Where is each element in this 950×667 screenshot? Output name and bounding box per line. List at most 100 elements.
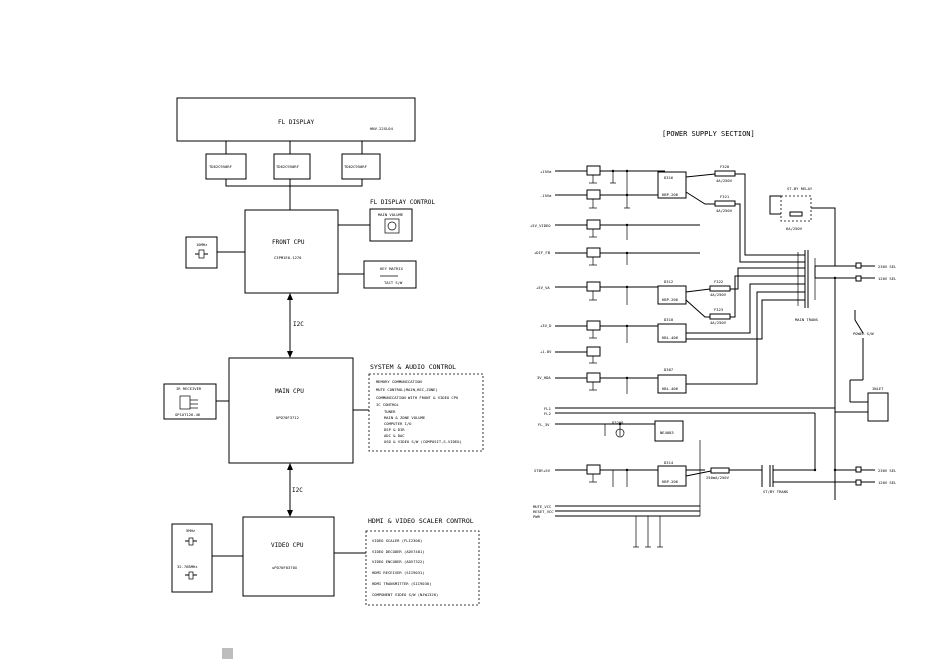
system-audio-sub-3: COMPUTER I/O [384,421,412,426]
fl-driver-3 [341,153,381,180]
system-audio-sub-1: TUNER [384,409,396,414]
fuse-f320-name: F320 [720,164,730,169]
output-120v-2: 120V SEL [878,480,897,485]
main-volume-label: MAIN VOLUME [378,212,404,217]
power-supply-title: [POWER SUPPLY SECTION] [662,130,755,138]
fl-driver-2 [273,153,311,180]
tactsw-label: TACT S/W [384,280,403,285]
main-cpu-box [228,357,354,464]
system-audio-item-1: MEMORY COMMUNICATION [376,379,422,384]
hdmi-control-title: HDMI & VIDEO SCALER CONTROL [368,517,474,525]
rail-3v-d: +3V_D [540,323,552,328]
rail-fl2: FL2 [544,411,551,416]
power-sw-label: POWER S/W [853,331,874,336]
fuse-f321-name: F321 [720,194,730,199]
crystal-32mhz-label: 32.768MHz [177,564,198,569]
main-volume-box [369,208,413,242]
i2c-label-1: I2C [293,321,304,328]
fuse-f323-name: F323 [714,307,723,312]
relay-fuse-label: 6A/250V [786,226,803,231]
bridge-d316 [657,171,687,199]
power-supply-schematic: [POWER SUPPLY SECTION] +15Va -15Va +5V_V… [530,130,897,548]
crystal-front-label: 10MHz [196,242,207,247]
fuse-f322-rating: 4A/250V [710,292,727,297]
fl-driver-1-label: TD62C950RF [209,164,233,169]
front-cpu-box [244,209,339,294]
video-cpu-title: VIDEO CPU [271,542,304,549]
fuse-f323-rating: 4A/250V [710,320,727,325]
hdmi-item-2: VIDEO DECODER (ADV7401) [372,549,425,554]
rail-pwr: PWR [533,514,541,519]
bridge-d310-label: D310 [664,317,674,322]
bridge-d316-part: KBP-206 [662,192,679,197]
rail-lines [555,165,835,547]
relay-label: ST-BY RELAY [787,186,813,191]
ir-receiver-title: IR RECEIVER [176,386,202,391]
system-audio-sub-4: DSP & DIR [384,427,405,432]
crystals-box [171,523,213,593]
system-audio-item-4: IC CONTROL [376,402,400,407]
hdmi-item-4: HDMI RECEIVER (SII9031) [372,570,425,575]
bridge-d314-part: KBP-206 [662,479,679,484]
fuse-f322-name: F322 [714,279,723,284]
inlet-label: INLET [872,386,884,391]
main-cpu-title: MAIN CPU [275,388,304,395]
bridge-d312-part: KBP-206 [662,297,679,302]
fl-display-part: HNV-22SL04 [370,126,394,131]
fuse-standby: 250mA/250V [706,467,730,480]
bridge-d307-label: D307 [664,367,673,372]
rail-3v-hda: 3V_HDA [537,375,551,380]
fl-display-title: FL DISPLAY [278,119,315,126]
video-cpu-box [242,516,335,597]
rail-dif-fb: +DIF_FB [534,250,551,255]
rail-fl-3v: FL_3V [538,422,550,427]
system-audio-sub-2: MAIN & ZONE VOLUME [384,415,426,420]
hdmi-item-3: VIDEO ENCODER (ADV7322) [372,559,425,564]
hdmi-item-6: COMPONENT VIDEO S/W (NJW1320) [372,592,438,597]
fuse-standby-rating: 250mA/250V [706,475,730,480]
i2c-label-2: I2C [292,487,303,494]
standby-relay [780,195,812,222]
output-230v-2: 230V SEL [878,468,897,473]
system-audio-sub-6: OSD & VIDEO S/W (COMPOSIT,S-VIDEO) [384,439,462,444]
output-120v-1: 120V SEL [878,276,897,281]
bridge-d310-part: KBL-406 [662,335,679,340]
main-transformer: MAIN TRANS [795,250,819,322]
regulator-label: NE4083 [660,430,674,435]
bridge-d312 [657,285,687,305]
fl-control-title: FL DISPLAY CONTROL [370,199,435,206]
front-cpu-title: FRONT CPU [272,239,305,246]
rail-fl1: FL1 [544,406,552,411]
system-audio-item-2: MUTE CONTROL(MAIN,REC,ZONE) [376,387,438,392]
system-audio-box [368,373,484,452]
junctions [611,169,837,472]
system-audio-title: SYSTEM & AUDIO CONTROL [370,363,456,371]
standby-transformer: ST/BY TRANS [685,465,815,494]
power-switch: POWER S/W [853,310,874,380]
rail-5v-va: +5V_VA [536,285,550,290]
bridge-d314-label: D314 [664,460,674,465]
rail-1v8: +1.8V [540,349,552,354]
hdmi-item-5: HDMI TRANSMITTER (SII9030) [372,581,431,586]
bridge-d307-part: KBL-406 [662,386,679,391]
bridge-d316-label: D316 [664,175,674,180]
standby-trans-label: ST/BY TRANS [763,489,789,494]
zener-label: D3208 [612,420,624,425]
output-230v-1: 230V SEL [878,264,897,269]
hdmi-control-box [365,530,480,606]
rail-15va: +15Va [540,169,551,174]
fuse-f320: F320 4A/250V [714,164,736,183]
block-diagram: FL DISPLAY HNV-22SL04 TD62C950RF TD62C95… [163,97,484,606]
fl-display-box [176,97,416,142]
main-trans-label: MAIN TRANS [795,317,819,322]
video-cpu-part: uPD70F0370X [272,565,298,570]
fuse-f321: F321 4A/250V [714,194,736,213]
crystal-5mhz-label: 5MHz [186,528,195,533]
fuse-f321-rating: 4A/250V [716,208,733,213]
fuse-f322: F322 4A/250V [709,279,731,297]
main-cpu-part: UPD70F3712 [276,415,299,420]
ac-inlet: INLET [835,379,889,422]
rail-mute-vcc: MUTE_VCC [533,504,551,509]
fl-driver-1 [205,153,247,180]
